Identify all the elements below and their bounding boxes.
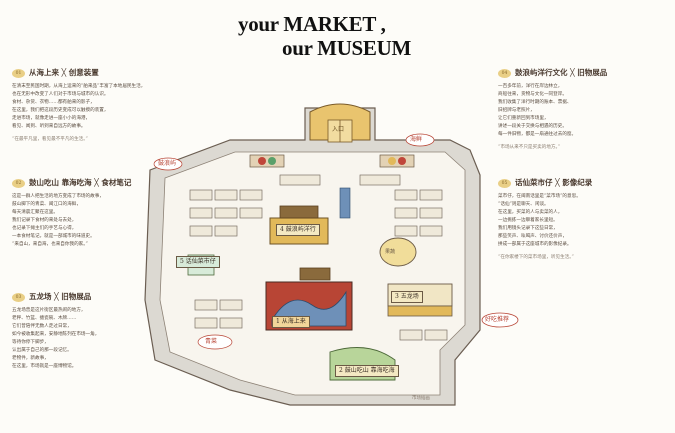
section-1-line: 看见、闻到、听到来自远方的故事。 (12, 124, 86, 129)
section-5-line: 在这里，买菜的人与卖菜的人， (498, 210, 563, 215)
section-3-line: 如今被收集起来，安静地陈列在市场一角， (12, 332, 100, 337)
section-4-note: “市场从来不只是买卖的地方。” (498, 145, 561, 150)
section-3-line: 五龙场曾是这片街区最热闹的地方， (12, 308, 86, 313)
section-3-line: 老秤、竹篮、搪瓷碗、木牌…… (12, 316, 77, 321)
sign-bubble-text: 好吃推荐 (485, 316, 510, 323)
stall-label-b: 海鲜 (410, 136, 423, 143)
section-4-line: 每一件旧物，都是一扇通往过去的窗。 (498, 132, 577, 137)
section-4: 04 鼓浪屿洋行文化 ╳ 旧物展品 一百多年前，洋行在岸边林立， 商船往来，货物与… (498, 68, 668, 152)
section-2-line: 也记录下摊主们的手艺与心得， (12, 226, 77, 231)
section-4-line: 我们收集了洋行时期的账本、票据、 (498, 100, 572, 105)
stall-tables (189, 174, 448, 341)
section-1-line: 在这里，我们把这段历史变成可以触摸的装置， (12, 108, 109, 113)
section-2-title: 鼓山吃山 靠海吃海 ╳ 食材笔记 (29, 178, 132, 187)
section-4-line: 让它们重新回到市场里， (498, 116, 549, 121)
section-2-number: 02 (12, 178, 25, 188)
zone-2-label[interactable]: 2 鼓山吃山 靠海吃海 (335, 365, 399, 377)
section-5-number: 05 (498, 178, 511, 188)
section-4-number: 04 (498, 68, 511, 78)
section-2-line: 我们记录下食材的来处与去处， (12, 218, 77, 223)
section-4-line: 旧招牌与老照片， (498, 108, 535, 113)
section-4-line: 一百多年前，洋行在岸边林立， (498, 84, 563, 89)
entrance-gate[interactable] (309, 103, 371, 143)
section-2-heading: 02 鼓山吃山 靠海吃海 ╳ 食材笔记 (12, 178, 142, 188)
section-3-heading: 03 五龙场 ╳ 旧物展品 (12, 292, 142, 302)
section-4-title: 鼓浪屿洋行文化 ╳ 旧物展品 (515, 68, 608, 77)
section-3-line: 它们曾陪伴无数人走过日常， (12, 324, 72, 329)
section-1-line: 食材、杂货、衣物……都有舶来的影子， (12, 100, 95, 105)
section-2-line: 这是一群人把生活的地方变成了市场的故事， (12, 194, 104, 199)
section-3-line: 老物件，新故事， (12, 356, 49, 361)
title-line-2: our MUSEUM (282, 36, 412, 60)
section-5-heading: 05 话仙菜市仔 ╳ 影像纪录 (498, 178, 668, 188)
section-3-number: 03 (12, 292, 25, 302)
banner-blue (339, 187, 351, 219)
section-3-line: 等待你停下脚步， (12, 340, 49, 345)
food-tables (249, 154, 415, 168)
section-2-line: “来自山，来自海，也来自你我的家。” (12, 242, 88, 247)
sign-bubble-top-left (153, 157, 183, 171)
section-2-line: 一本食材笔记，就是一部城市的味道史。 (12, 234, 95, 239)
section-3-line: 在这里，市场就是一座博物馆。 (12, 364, 77, 369)
stall-label-c: 青菜 (205, 338, 218, 345)
section-5-title: 话仙菜市仔 ╳ 影像纪录 (515, 178, 593, 187)
map-credit: 市场插画 (412, 396, 430, 401)
zone-5-label[interactable]: 5 话仙菜市仔 (176, 256, 220, 268)
section-1-line: 在清末至民国时期，从海上运来的“舶来品”丰富了本地居民生活， (12, 84, 146, 89)
section-2-line: 每天清晨汇聚在这里。 (12, 210, 58, 215)
sign-bubble-right (481, 312, 519, 328)
section-5: 05 话仙菜市仔 ╳ 影像纪录 菜市仔，在闽南话里是“菜市场”的意思。 “话仙”则… (498, 178, 668, 262)
section-5-note: “在你家楼下的菜市场里，听见生活。” (498, 255, 574, 260)
section-5-line: 一边挑拣一边聊着家长里短。 (498, 218, 558, 223)
title-line-1: your MARKET , (238, 12, 386, 36)
entrance-label: 入口 (332, 126, 345, 133)
section-3: 03 五龙场 ╳ 旧物展品 五龙场曾是这片街区最热闹的地方， 老秤、竹篮、搪瓷碗、… (12, 292, 142, 371)
section-4-line: 商船往来，货物与文化一同登岸。 (498, 92, 567, 97)
section-1-line: 走进市场，就像走进一座小小的海港， (12, 116, 91, 121)
section-1-heading: 01 从海上来 ╳ 创意装置 (12, 68, 140, 78)
section-1: 01 从海上来 ╳ 创意装置 在清末至民国时期，从海上运来的“舶来品”丰富了本地居… (12, 68, 146, 144)
section-5-line: “话仙”则是聊天、闲谈。 (498, 202, 549, 207)
section-4-line: 讲述一段关于交换与相遇的历史。 (498, 124, 567, 129)
section-3-line: 认出属于自己的那一段记忆。 (12, 348, 72, 353)
section-5-line: 那些笑声、吆喝声、讨价还价声， (498, 234, 567, 239)
sign-bubble-top-right (405, 133, 435, 147)
section-2-line: 鼓山脚下的青菜、闽江口的海鲜， (12, 202, 81, 207)
section-3-title: 五龙场 ╳ 旧物展品 (29, 292, 92, 301)
zone-1-installation[interactable] (265, 267, 353, 331)
section-1-title: 从海上来 ╳ 创意装置 (29, 68, 99, 77)
stall-label-d: 果蔬 (385, 249, 396, 255)
stall-label-a: 鼓浪屿 (158, 160, 177, 167)
section-5-line: 拼成一部属于这座城市的影像纪录。 (498, 242, 572, 247)
section-4-heading: 04 鼓浪屿洋行文化 ╳ 旧物展品 (498, 68, 668, 78)
section-1-note: “在最平凡里，看见最不平凡的生活。” (12, 137, 88, 142)
zone-1-label[interactable]: 1 从海上来 (272, 316, 310, 328)
zone-3-label[interactable]: 3 五龙场 (391, 291, 423, 303)
section-1-number: 01 (12, 68, 25, 78)
section-1-line: 也在无形中改变了人们对于市场与城市的认识。 (12, 92, 109, 97)
sign-bubble-left (197, 334, 233, 350)
section-5-line: 菜市仔，在闽南话里是“菜市场”的意思。 (498, 194, 581, 199)
round-exhibit (379, 237, 417, 267)
zone-4-label[interactable]: 4 鼓浪屿洋行 (276, 224, 320, 236)
page-title: your MARKET , our MUSEUM (238, 12, 438, 60)
section-5-line: 我们用镜头记录下这些日常， (498, 226, 558, 231)
